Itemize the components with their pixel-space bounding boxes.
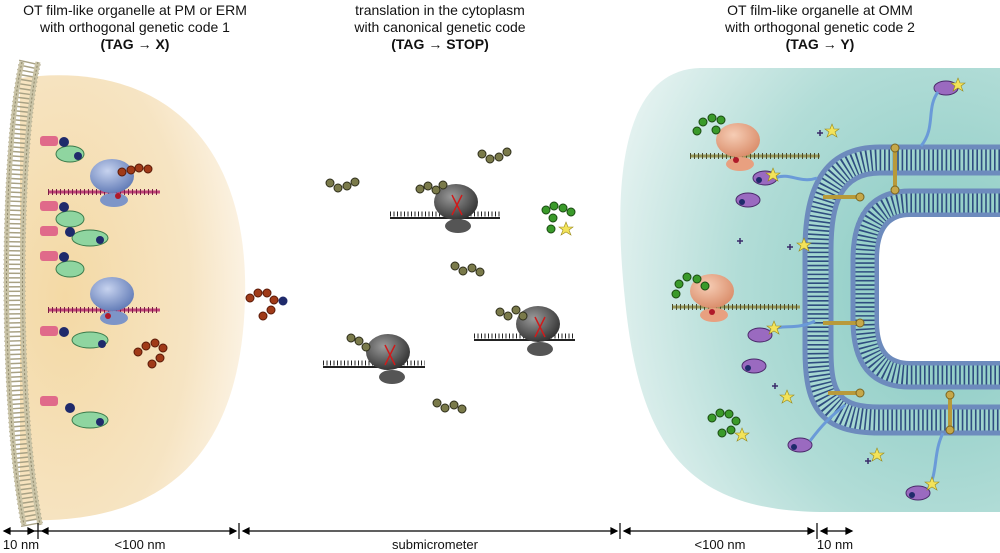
center-heading-code: (TAG → STOP) — [391, 36, 489, 52]
cytoplasm-ribosome-2 — [323, 333, 425, 384]
right-green-chain — [707, 408, 750, 442]
left-amino-chain — [133, 338, 168, 369]
mitochondrial-membrane — [802, 144, 1000, 436]
center-heading-line2: with canonical genetic code — [354, 19, 526, 35]
scale-left-organelle: <100 nm — [114, 537, 166, 552]
left-heading-code: (TAG → X) — [100, 36, 170, 52]
scale-right-organelle: <100 nm — [694, 537, 746, 552]
right-ribosome-2 — [671, 272, 800, 322]
right-free-trnas — [737, 130, 871, 464]
right-heading-code: (TAG → Y) — [785, 36, 855, 52]
scale-right-membrane: 10 nm — [816, 537, 854, 552]
left-plasma-membrane — [3, 59, 43, 528]
left-heading-line1: OT film-like organelle at PM or ERM — [23, 2, 247, 18]
right-heading-line1: OT film-like organelle at OMM — [727, 2, 913, 18]
right-organelle — [620, 68, 1000, 512]
left-membrane-proteins — [40, 136, 109, 429]
right-panel-heading: OT film-like organelle at OMM with ortho… — [680, 2, 960, 53]
center-heading-line1: translation in the cytoplasm — [355, 2, 525, 18]
scale-left-membrane: 10 nm — [2, 537, 40, 552]
left-panel-heading: OT film-like organelle at PM or ERM with… — [0, 2, 270, 53]
center-panel-heading: translation in the cytoplasm with canoni… — [300, 2, 580, 53]
right-stars — [779, 123, 885, 462]
right-heading-line2: with orthogonal genetic code 2 — [725, 19, 915, 35]
left-ribosome-1 — [48, 159, 160, 207]
transit-amino-chain — [245, 288, 288, 321]
right-ribosome-1 — [690, 113, 820, 171]
left-heading-line2: with orthogonal genetic code 1 — [40, 19, 230, 35]
cytoplasm-free-chains — [325, 147, 512, 414]
scale-cytoplasm: submicrometer — [392, 537, 478, 552]
cytoplasm-green-chain — [541, 201, 576, 236]
cytoplasm-ribosome-1 — [390, 180, 500, 233]
left-ribosome-2 — [48, 277, 160, 325]
scale-bar — [2, 523, 854, 539]
cytoplasm-ribosome-3 — [474, 305, 575, 356]
right-membrane-proteins — [735, 77, 966, 501]
membrane-anchors — [823, 143, 955, 435]
